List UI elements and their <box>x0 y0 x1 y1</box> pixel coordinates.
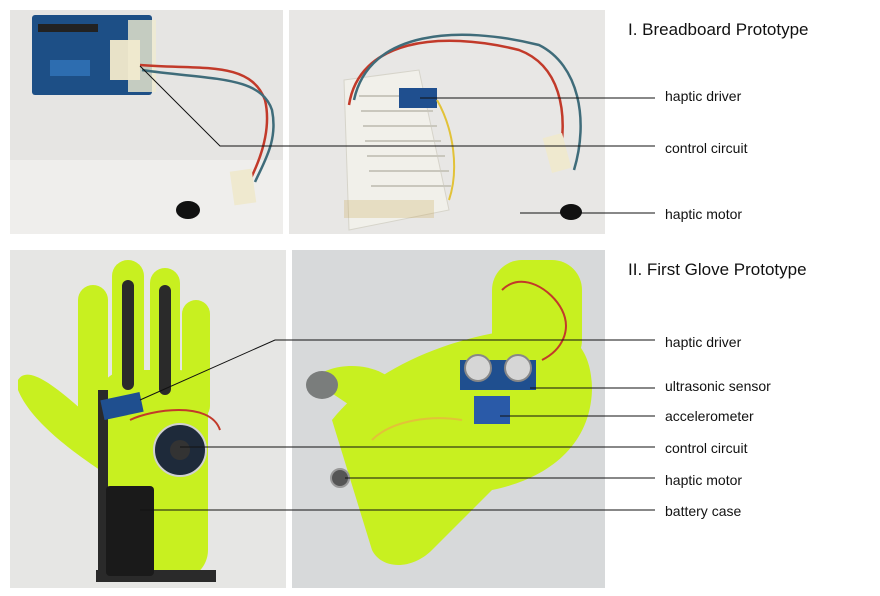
photo-arduino-prototype <box>10 10 283 234</box>
label-haptic-motor-1: haptic motor <box>665 206 743 222</box>
haptic-driver-board <box>399 88 437 108</box>
label-accelerometer: accelerometer <box>665 408 754 424</box>
photo-glove-palm <box>10 250 286 588</box>
photo-breadboard-prototype <box>289 10 605 234</box>
haptic-motor <box>176 201 200 219</box>
label-haptic-motor-2: haptic motor <box>665 472 743 488</box>
section-title-breadboard: I. Breadboard Prototype <box>628 20 809 39</box>
label-haptic-driver-2: haptic driver <box>665 334 742 350</box>
label-battery-case: battery case <box>665 503 742 519</box>
label-ultrasonic-sensor: ultrasonic sensor <box>665 378 771 394</box>
label-haptic-driver-1: haptic driver <box>665 88 742 104</box>
section-title-glove: II. First Glove Prototype <box>628 260 807 279</box>
accelerometer <box>474 396 510 424</box>
photo-glove-back <box>292 250 605 588</box>
label-control-circuit-1: control circuit <box>665 140 748 156</box>
battery-case <box>106 486 154 576</box>
label-control-circuit-2: control circuit <box>665 440 748 456</box>
